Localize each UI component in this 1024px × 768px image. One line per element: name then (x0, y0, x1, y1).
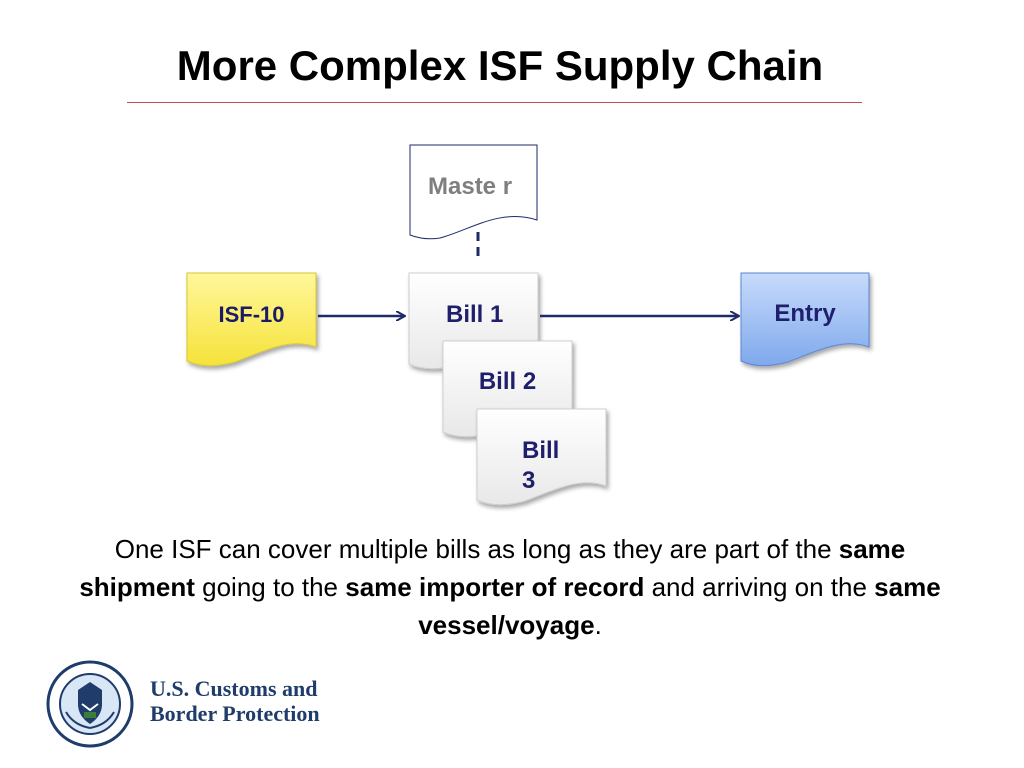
agency-name-line1: U.S. Customs and (150, 676, 318, 701)
master-label: Maste r (428, 173, 513, 200)
master-document-shape (409, 144, 538, 240)
caption-part: One ISF can cover multiple bills as long… (114, 534, 839, 564)
caption-emphasis: same importer of record (345, 572, 645, 602)
agency-name: U.S. Customs and Border Protection (150, 676, 320, 726)
entry-document-shape (740, 272, 870, 367)
bill3-label: Bill 3 (522, 437, 560, 494)
title-divider (127, 102, 862, 103)
caption-part: . (594, 610, 602, 640)
caption-part: going to the (194, 572, 346, 602)
caption-emphasis: same vessel/voyage (418, 572, 941, 640)
caption-text: One ISF can cover multiple bills as long… (60, 530, 960, 644)
agency-name-line2: Border Protection (150, 701, 320, 726)
slide-title: More Complex ISF Supply Chain (176, 42, 824, 89)
caption-part: and arriving on the (644, 572, 875, 602)
bill2-label: Bill 2 (478, 368, 537, 395)
caption-emphasis: same shipment (79, 534, 906, 602)
bill1-label: Bill 1 (446, 301, 504, 328)
isf10-document-shape (186, 272, 317, 367)
entry-label: Entry (774, 300, 836, 327)
bill3-document-shape (476, 408, 607, 506)
dhs-seal-icon (46, 660, 134, 748)
isf10-label: ISF-10 (218, 302, 285, 327)
